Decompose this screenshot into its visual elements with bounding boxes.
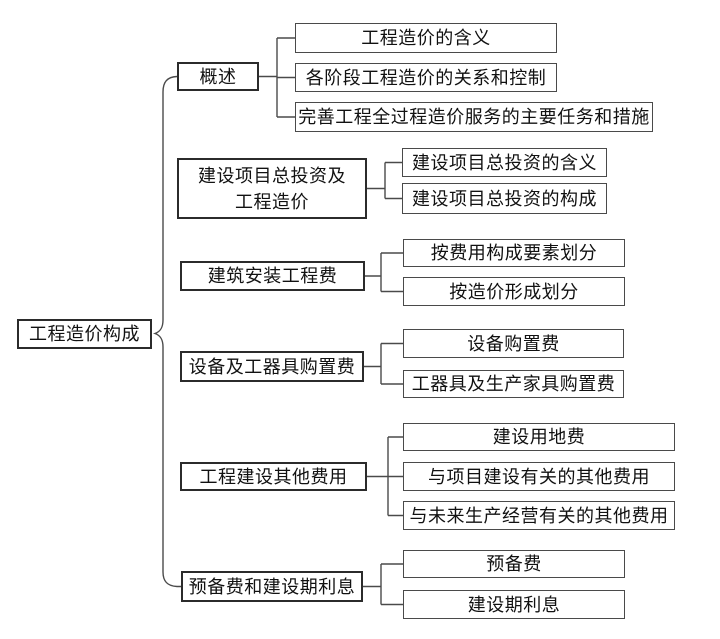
leaf-node-by-cost-formation: 按造价形成划分 xyxy=(403,277,625,306)
leaf-node-total-investment-composition: 建设项目总投资的构成 xyxy=(402,183,607,214)
branch-node-equipment-tools-purchase: 设备及工器具购置费 xyxy=(180,351,364,382)
branch2-connectors xyxy=(367,161,402,200)
branch-node-overview: 概述 xyxy=(177,62,259,91)
branch-node-other-construction-costs: 工程建设其他费用 xyxy=(180,462,367,491)
branch6-connectors xyxy=(363,563,403,606)
leaf-node-whole-process-service-tasks: 完善工程全过程造价服务的主要任务和措施 xyxy=(295,102,653,132)
leaf-node-meaning-of-project-cost: 工程造价的含义 xyxy=(295,23,557,53)
branch-node-construction-installation-cost: 建筑安装工程费 xyxy=(180,261,365,291)
branch-node-reserve-and-interest: 预备费和建设期利息 xyxy=(181,571,363,602)
trunk-line xyxy=(152,75,181,588)
leaf-node-project-related-other-costs: 与项目建设有关的其他费用 xyxy=(403,462,675,491)
leaf-node-future-production-related-costs: 与未来生产经营有关的其他费用 xyxy=(403,501,675,530)
leaf-node-tools-furniture-purchase-cost: 工器具及生产家具购置费 xyxy=(403,370,624,398)
branch1-connectors xyxy=(258,37,295,118)
leaf-node-total-investment-meaning: 建设项目总投资的含义 xyxy=(402,148,607,177)
branch3-connectors xyxy=(365,252,403,293)
leaf-node-relationship-control-by-stage: 各阶段工程造价的关系和控制 xyxy=(295,63,557,92)
root-node-project-cost-composition: 工程造价构成 xyxy=(17,319,152,349)
leaf-node-reserve-fund: 预备费 xyxy=(403,550,625,578)
branch5-connectors xyxy=(367,436,403,517)
branch-node-total-investment: 建设项目总投资及工程造价 xyxy=(177,158,367,219)
branch4-connectors xyxy=(364,342,403,385)
leaf-node-by-cost-elements: 按费用构成要素划分 xyxy=(403,239,625,267)
leaf-node-equipment-purchase-cost: 设备购置费 xyxy=(403,329,624,358)
leaf-node-construction-period-interest: 建设期利息 xyxy=(403,590,625,619)
leaf-node-construction-land-cost: 建设用地费 xyxy=(403,423,675,451)
